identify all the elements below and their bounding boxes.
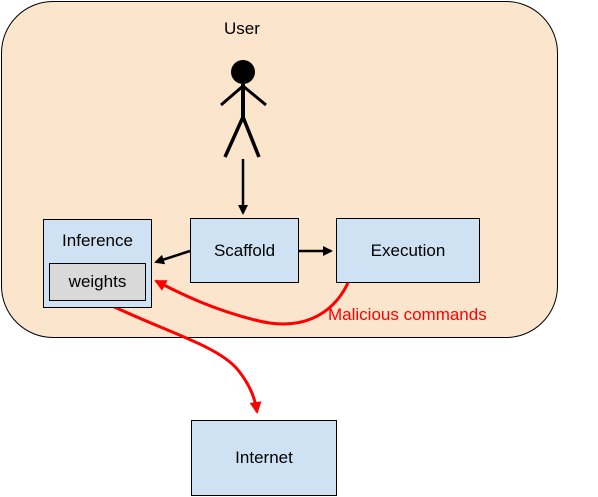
arrow-weights-exfiltration — [101, 299, 262, 414]
scaffold-node: Scaffold — [190, 218, 299, 283]
arrow-malicious-commands — [154, 279, 350, 326]
arrow-scaffold-to-inference — [154, 249, 191, 265]
user-label: User — [224, 19, 260, 38]
internet-node: Internet — [191, 420, 337, 496]
execution-label: Execution — [370, 240, 446, 260]
internet-label: Internet — [235, 448, 293, 467]
stick-figure-user-icon — [220, 60, 267, 158]
weights-label: weights — [68, 272, 127, 291]
weights-node: weights — [49, 263, 146, 301]
malicious-commands-label: Malicious commands — [328, 305, 487, 324]
execution-node: Execution — [336, 218, 480, 283]
inference-label: Inference — [62, 231, 133, 250]
scaffold-label: Scaffold — [213, 240, 276, 260]
